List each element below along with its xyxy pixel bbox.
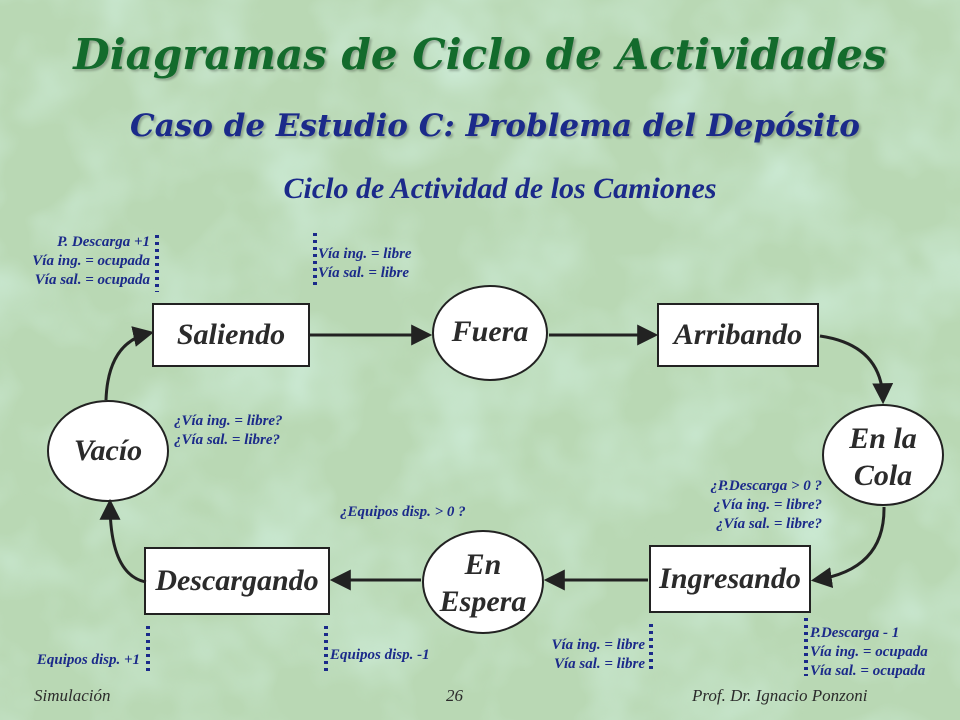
footer-author: Prof. Dr. Ignacio Ponzoni [692, 686, 868, 705]
note-line: Vía ing. = ocupada [32, 253, 150, 269]
note-line: Vía ing. = libre [318, 246, 412, 262]
footer-left: Simulación [34, 686, 111, 705]
node-en-espera-label-1: En [464, 548, 502, 581]
note-line: Vía ing. = ocupada [810, 644, 928, 660]
arrow-cola-ingresando [810, 506, 886, 589]
note-line: Vía sal. = ocupada [34, 272, 150, 288]
node-saliendo-box [152, 303, 310, 367]
note-line: ¿P.Descarga > 0 ? [710, 478, 822, 494]
note-saliendo-effect: P. Descarga +1 Vía ing. = ocupada Vía sa… [0, 233, 150, 290]
node-en-la-cola-circle [822, 404, 944, 506]
note-vacio-condition: ¿Vía ing. = libre? ¿Vía sal. = libre? [174, 412, 283, 450]
note-line: Vía sal. = libre [553, 656, 645, 672]
note-line: P.Descarga - 1 [810, 625, 900, 641]
node-ingresando-label: Ingresando [659, 562, 801, 595]
node-en-la-cola-label-2: Cola [853, 459, 913, 492]
note-ingresando-effect: Vía ing. = libre Vía sal. = libre [500, 636, 645, 674]
note-espera-condition: ¿Equipos disp. > 0 ? [340, 504, 466, 520]
note-fuera-effect: Vía ing. = libre Vía sal. = libre [318, 245, 412, 283]
note-line: ¿Vía ing. = libre? [713, 497, 822, 513]
node-fuera-circle [432, 285, 548, 381]
page-title: Diagramas de Ciclo de Actividades [73, 30, 887, 79]
diagram-title: Ciclo de Actividad de los Camiones [283, 172, 717, 205]
note-line: Vía sal. = libre [318, 265, 410, 281]
note-ingresando-after: P.Descarga - 1 Vía ing. = ocupada Vía sa… [810, 624, 928, 681]
note-line: ¿Vía ing. = libre? [174, 413, 283, 429]
note-line: Vía ing. = libre [551, 637, 645, 653]
note-descargando-effect: Equipos disp. +1 [36, 652, 140, 668]
note-line: Vía sal. = ocupada [810, 663, 926, 679]
node-en-la-cola-label-1: En la [849, 422, 917, 455]
node-descargando-label: Descargando [155, 564, 319, 597]
note-line: ¿Vía sal. = libre? [174, 432, 281, 448]
node-en-espera-circle [422, 530, 544, 634]
note-espera-effect: Equipos disp. -1 [330, 647, 430, 663]
node-ingresando-box [649, 545, 811, 613]
node-saliendo-label: Saliendo [176, 318, 286, 351]
note-line: ¿Vía sal. = libre? [715, 516, 822, 532]
node-vacio-label: Vacío [73, 434, 143, 467]
arrow-descargando-vacio [99, 498, 147, 584]
page-subtitle: Caso de Estudio C: Problema del Depósito [130, 108, 860, 144]
note-line: P. Descarga +1 [57, 234, 150, 250]
arrow-vacio-saliendo [104, 326, 155, 401]
footer-page-number: 26 [446, 686, 463, 705]
node-fuera-label: Fuera [451, 315, 529, 348]
node-arribando-label: Arribando [673, 318, 803, 351]
arrow-arribando-cola [819, 334, 894, 405]
node-en-espera-label-2: Espera [439, 585, 527, 618]
node-descargando-box [144, 547, 330, 615]
note-cola-condition: ¿P.Descarga > 0 ? ¿Vía ing. = libre? ¿Ví… [600, 477, 822, 534]
